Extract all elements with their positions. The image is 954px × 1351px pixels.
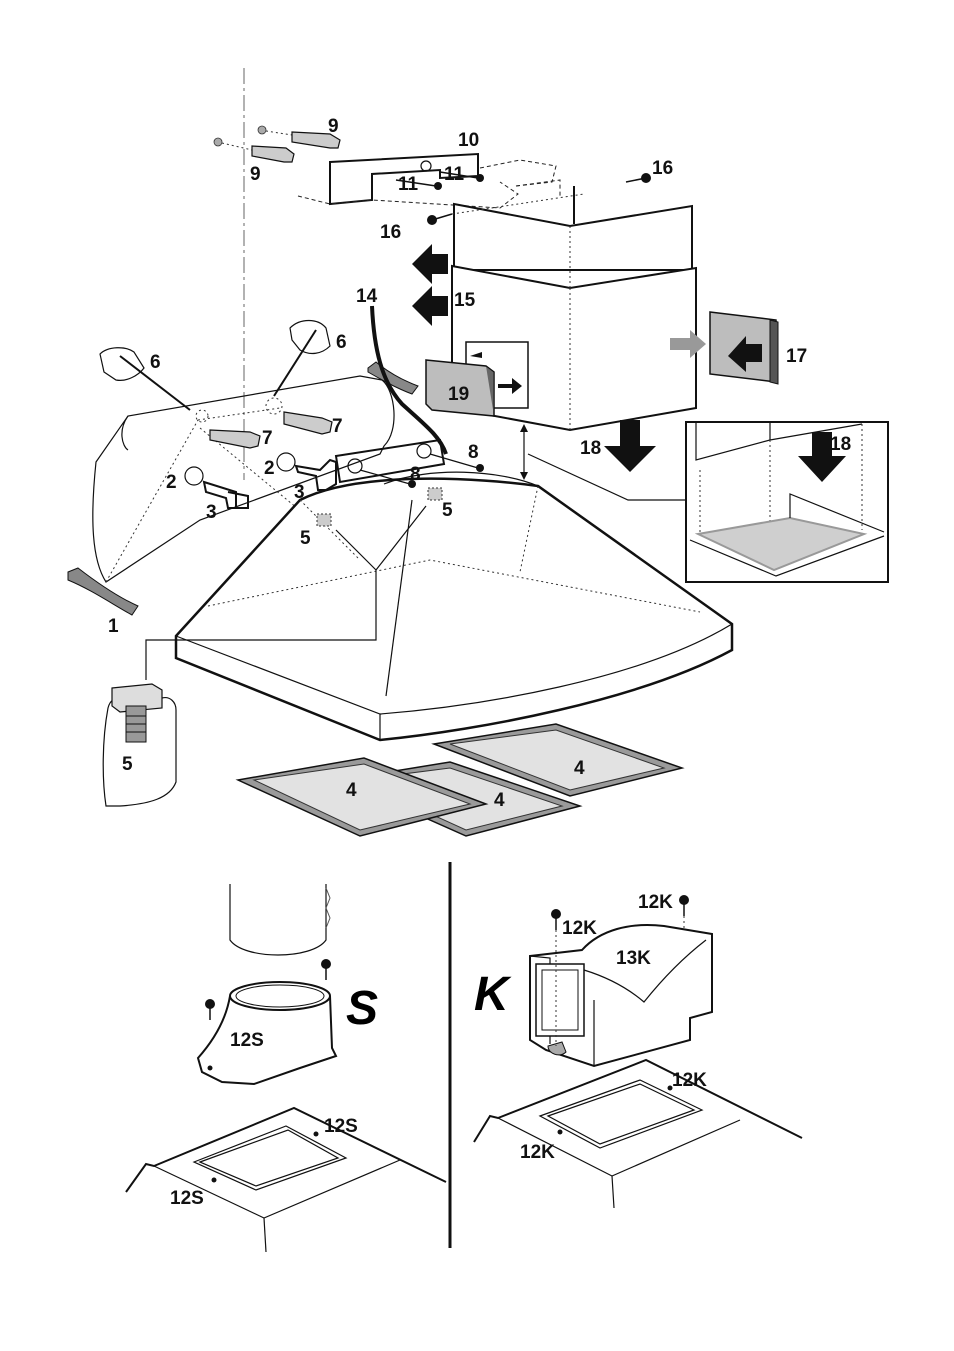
- rear-bracket: [334, 438, 484, 488]
- label-12k-screw-right: 12K: [638, 892, 673, 913]
- power-cable: [370, 305, 448, 455]
- label-filter-a: 4: [346, 780, 357, 801]
- variant-s: [125, 884, 447, 1253]
- label-12s-top: 12S: [324, 1116, 358, 1137]
- label-filter-c: 4: [574, 758, 585, 779]
- left-bracket: [184, 452, 337, 509]
- label-12k-bottom: 12K: [520, 1142, 555, 1163]
- label-screw-bracket-b: 11: [444, 164, 465, 185]
- label-screw-rear-left: 8: [410, 464, 421, 485]
- label-cable: 14: [356, 286, 378, 307]
- grease-filters: [235, 723, 685, 837]
- detail-box-5: [102, 683, 177, 807]
- label-dowel-left: 7: [262, 428, 273, 449]
- variant-k: [473, 895, 803, 1209]
- label-filter-b: 4: [494, 790, 505, 811]
- variant-labels: S 12S 12S 12S K 12K 12K 13K 12K 12K: [170, 892, 707, 1209]
- label-plug-right: 2: [264, 458, 275, 479]
- label-spacer-detail: 5: [122, 754, 133, 775]
- label-bracket-right: 3: [294, 482, 305, 503]
- label-dowel-right: 7: [332, 416, 343, 437]
- label-chimney-bracket: 10: [458, 130, 479, 151]
- label-bracket: 3: [206, 502, 217, 523]
- label-dowel-top-lower: 9: [250, 164, 261, 185]
- label-variant-k: K: [474, 968, 512, 1021]
- pencil-hands: [99, 319, 331, 411]
- label-variant-s: S: [346, 982, 378, 1035]
- label-screw-chimney-right: 16: [652, 158, 673, 179]
- front-panel-19: [425, 352, 522, 417]
- chimney: [427, 173, 697, 480]
- label-dowel-top: 9: [328, 116, 339, 137]
- label-13k-connector: 13K: [616, 948, 651, 969]
- label-12s-bottom: 12S: [170, 1188, 204, 1209]
- label-arrow-back: 15: [454, 290, 476, 311]
- chimney-bracket: [297, 152, 561, 209]
- label-spacer-right: 5: [442, 500, 453, 521]
- label-screw-bracket-a: 11: [398, 174, 419, 195]
- label-front-panel: 19: [448, 384, 469, 405]
- label-plug: 2: [166, 472, 177, 493]
- detail-box-18: [527, 421, 889, 583]
- dowels-7: [195, 397, 333, 449]
- label-12k-screw-left: 12K: [562, 918, 597, 939]
- label-down-arrow: 18: [580, 438, 601, 459]
- dowels-9: [213, 125, 341, 163]
- direction-arrows: [412, 244, 706, 472]
- label-12k-top: 12K: [672, 1070, 707, 1091]
- label-wall: 1: [108, 616, 119, 637]
- label-spacer-left: 5: [300, 528, 311, 549]
- label-screw-rear-right: 8: [468, 442, 479, 463]
- label-12s-adapter: 12S: [230, 1030, 264, 1051]
- label-pencil-right: 6: [336, 332, 347, 353]
- side-panel-17: [709, 311, 779, 385]
- label-screw-chimney-left: 16: [380, 222, 401, 243]
- label-pencil-left: 6: [150, 352, 161, 373]
- label-side-panel: 17: [786, 346, 807, 367]
- hood-body: [145, 471, 734, 742]
- label-detail-arrow: 18: [830, 434, 851, 455]
- callout-labels: 1 2 2 3 3 4 4 4 5 5 5 6 6 7 7 8 8 9 9 10…: [108, 116, 851, 811]
